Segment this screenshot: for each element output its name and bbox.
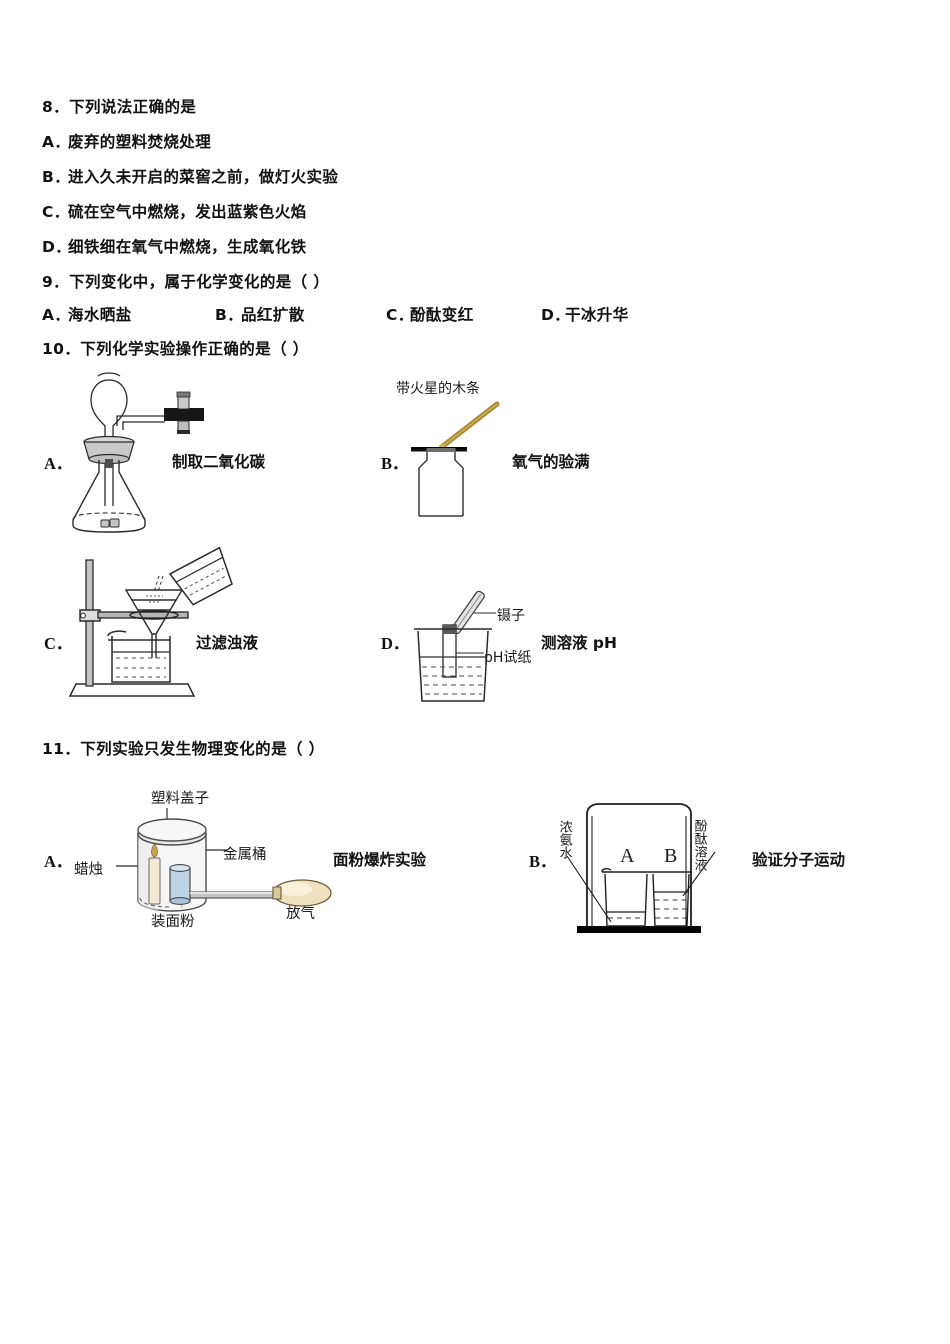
annotation-tweezers: 镊子 <box>497 608 525 624</box>
flour-explosion-diagram <box>110 800 345 930</box>
question-9-option-a: A． <box>42 306 71 324</box>
annotation-concentrated-ammonia: 浓氨水 <box>556 820 572 859</box>
question-11-option-b-caption: 验证分子运动 <box>752 851 846 869</box>
annotation-ph-paper: pH试纸 <box>484 650 532 666</box>
annotation-metal-bucket: 金属桶 <box>223 847 267 863</box>
question-8-option-c-text: 硫在空气中燃烧，发出蓝紫色火焰 <box>68 203 307 221</box>
filtration-setup-diagram <box>68 546 255 702</box>
question-9-option-c: C． <box>386 306 414 324</box>
question-9-option-d: D． <box>541 306 571 324</box>
question-8-option-b-text: 进入久未开启的菜窖之前，做灯火实验 <box>68 168 339 186</box>
question-9-option-b: B． <box>215 306 244 324</box>
question-11-option-b-label: B． <box>529 852 557 871</box>
oxygen-fullness-test-diagram <box>405 398 555 523</box>
question-9-option-a-text: 海水晒盐 <box>68 306 132 324</box>
annotation-candle: 蜡烛 <box>74 862 103 878</box>
annotation-plastic-lid: 塑料盖子 <box>151 791 209 807</box>
question-10-stem: 10．下列化学实验操作正确的是（ ） <box>42 340 309 358</box>
question-8-option-b: B． <box>42 168 71 186</box>
question-10-option-b-caption: 氧气的验满 <box>512 453 590 471</box>
question-9-stem: 9．下列变化中，属于化学变化的是（ ） <box>42 273 330 291</box>
question-8-option-d-text: 细铁细在氧气中燃烧，生成氧化铁 <box>68 238 307 256</box>
question-8-option-a: A． <box>42 133 71 151</box>
question-11-stem: 11．下列实验只发生物理变化的是（ ） <box>42 740 325 758</box>
question-10-option-d-caption: 测溶液 pH <box>541 634 617 652</box>
co2-generator-diagram <box>65 368 245 533</box>
question-10-option-a-label: A． <box>44 454 73 473</box>
annotation-glowing-splint: 带火星的木条 <box>396 381 480 397</box>
question-10-option-d-label: D． <box>381 634 410 653</box>
annotation-release-air: 放气 <box>286 906 315 922</box>
question-9-option-d-text: 干冰升华 <box>565 306 629 324</box>
question-9-option-b-text: 品红扩散 <box>241 306 305 324</box>
annotation-phenolphthalein-solution: 酚酞溶液 <box>691 819 707 871</box>
question-10-option-c-caption: 过滤浊液 <box>196 634 259 652</box>
question-9-option-c-text: 酚酞变红 <box>410 306 474 324</box>
question-8-option-a-text: 废弃的塑料焚烧处理 <box>68 133 212 151</box>
molecular-motion-diagram: A B <box>566 800 755 940</box>
beaker-b-label: B <box>664 845 677 867</box>
question-10-option-a-caption: 制取二氧化碳 <box>172 453 266 471</box>
question-10-option-b-label: B． <box>381 454 409 473</box>
ph-measurement-diagram <box>408 590 588 710</box>
question-8-option-d: D． <box>42 238 72 256</box>
question-11-option-a-caption: 面粉爆炸实验 <box>333 851 427 869</box>
question-8-option-c: C． <box>42 203 70 221</box>
annotation-flour-holder: 装面粉 <box>151 914 195 930</box>
question-8-stem: 8．下列说法正确的是 <box>42 98 197 116</box>
beaker-a-label: A <box>620 845 635 867</box>
question-10-option-c-label: C． <box>44 634 73 653</box>
question-11-option-a-label: A． <box>44 852 73 871</box>
